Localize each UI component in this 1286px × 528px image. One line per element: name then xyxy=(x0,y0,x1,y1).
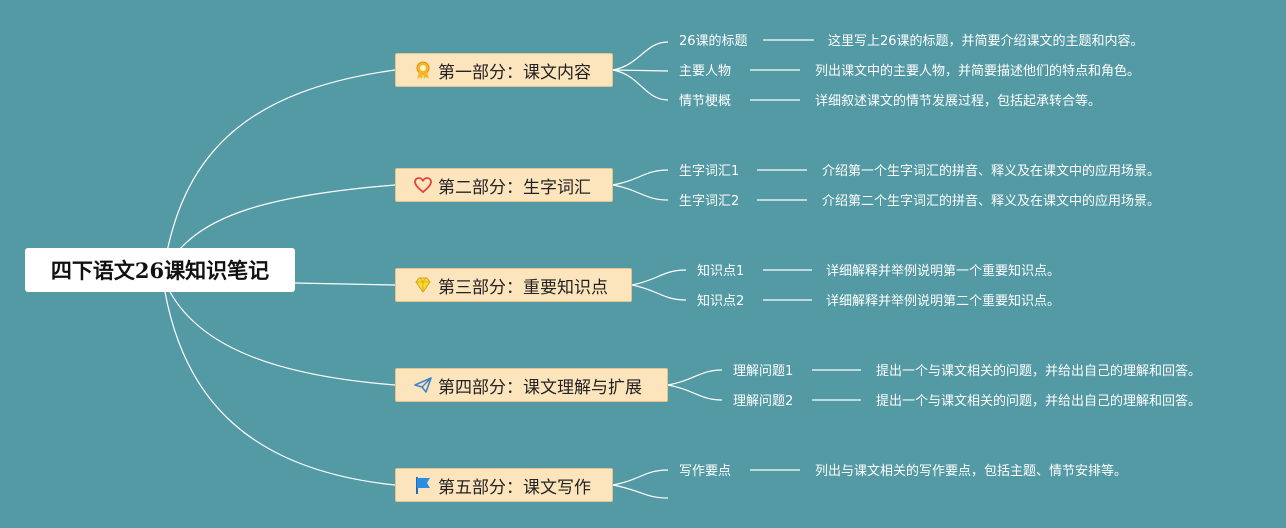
branch-1-label: 第一部分：课文内容 xyxy=(438,62,591,83)
branch-4-item-1-desc[interactable]: 提出一个与课文相关的问题，并给出自己的理解和回答。 xyxy=(876,364,1202,379)
branch-2-item-1-desc[interactable]: 介绍第一个生字词汇的拼音、释义及在课文中的应用场景。 xyxy=(822,164,1161,179)
branch-1-item-3-label[interactable]: 情节梗概 xyxy=(679,94,732,109)
ribbon-badge-icon xyxy=(413,60,433,80)
branch-1-item-1-desc[interactable]: 这里写上26课的标题，并简要介绍课文的主题和内容。 xyxy=(828,34,1144,49)
branch-2-topic[interactable]: 第二部分：生字词汇 xyxy=(395,168,613,202)
root-topic[interactable]: 四下语文26课知识笔记 xyxy=(25,248,295,292)
branch-1-item-3-desc[interactable]: 详细叙述课文的情节发展过程，包括起承转合等。 xyxy=(815,94,1102,109)
branch-3-item-2-label[interactable]: 知识点2 xyxy=(697,294,745,309)
branch-3-topic[interactable]: 第三部分：重要知识点 xyxy=(395,268,632,302)
branch-3-item-1-desc[interactable]: 详细解释并举例说明第一个重要知识点。 xyxy=(826,264,1061,279)
paper-plane-icon xyxy=(413,375,433,395)
branch-5-topic[interactable]: 第五部分：课文写作 xyxy=(395,468,613,502)
branch-1-item-1-label[interactable]: 26课的标题 xyxy=(679,34,748,49)
branch-5-item-1-desc[interactable]: 列出与课文相关的写作要点，包括主题、情节安排等。 xyxy=(815,464,1128,479)
branch-4-label: 第四部分：课文理解与扩展 xyxy=(438,377,642,398)
branch-3-item-2-desc[interactable]: 详细解释并举例说明第二个重要知识点。 xyxy=(826,294,1061,309)
branch-4-item-2-desc[interactable]: 提出一个与课文相关的问题，并给出自己的理解和回答。 xyxy=(876,394,1202,409)
branch-1-topic[interactable]: 第一部分：课文内容 xyxy=(395,53,613,87)
branch-2-item-1-label[interactable]: 生字词汇1 xyxy=(679,164,740,179)
branch-3-label: 第三部分：重要知识点 xyxy=(438,277,608,298)
diamond-icon xyxy=(413,275,433,295)
branch-5-label: 第五部分：课文写作 xyxy=(438,477,591,498)
branch-4-item-1-label[interactable]: 理解问题1 xyxy=(733,364,794,379)
branch-2-item-2-label[interactable]: 生字词汇2 xyxy=(679,194,740,209)
heart-icon xyxy=(413,175,433,195)
branch-2-item-2-desc[interactable]: 介绍第二个生字词汇的拼音、释义及在课文中的应用场景。 xyxy=(822,194,1161,209)
root-title: 四下语文26课知识笔记 xyxy=(50,258,270,283)
branch-1-item-2-label[interactable]: 主要人物 xyxy=(679,64,732,79)
branch-4-item-2-label[interactable]: 理解问题2 xyxy=(733,394,794,409)
branch-1-item-2-desc[interactable]: 列出课文中的主要人物，并简要描述他们的特点和角色。 xyxy=(815,64,1141,79)
branch-2-label: 第二部分：生字词汇 xyxy=(438,177,591,198)
branch-4-topic[interactable]: 第四部分：课文理解与扩展 xyxy=(395,368,668,402)
branch-5-item-1-label[interactable]: 写作要点 xyxy=(679,464,732,479)
branch-3-item-1-label[interactable]: 知识点1 xyxy=(697,264,745,279)
flag-icon xyxy=(413,475,433,495)
